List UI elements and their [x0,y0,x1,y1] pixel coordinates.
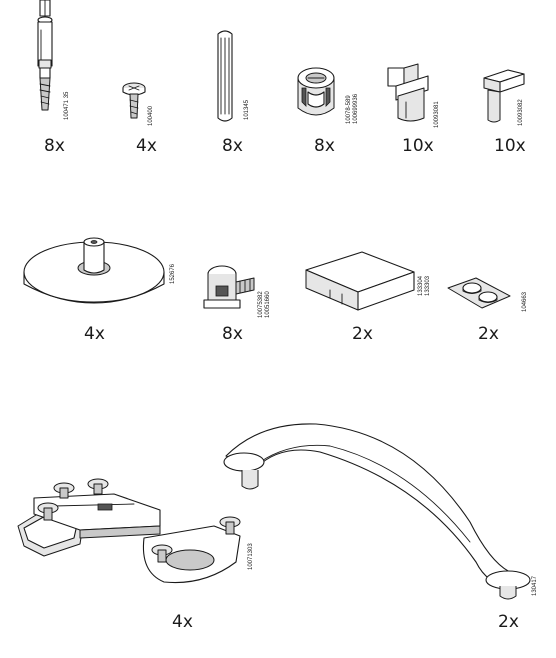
part-shelf-clip: 10093081 [384,62,454,130]
pad-block-illustration [305,251,415,311]
part-code: 152676 [170,263,176,284]
part-code: 101345 [244,99,250,120]
screw-illustration [122,82,146,119]
part-code: 130417 [532,575,538,596]
quantity-label: 4x [136,136,157,156]
part-foot-disc: 152676 [22,228,182,316]
part-shelf-support: 10093082 [478,68,548,130]
quantity-label: 2x [498,612,519,632]
part-dowel: 101345 [212,28,252,128]
hinge-screws [37,478,241,563]
part-code: 10093082 [518,99,524,126]
quantity-label: 2x [352,324,373,344]
part-code: 100400 [148,105,154,126]
bumper-sheet-illustration [447,277,511,309]
foot-disc-illustration [23,237,165,304]
quantity-label: 8x [222,324,243,344]
quantity-label: 8x [314,136,335,156]
part-handle: 130417 [220,412,550,602]
shelf-support-illustration [483,69,525,123]
part-code: 10093081 [434,101,440,128]
connector-illustration [203,265,255,309]
part-hinge: 10071303 [14,474,264,602]
part-bumper-sheet: 104663 [446,272,546,318]
part-screw: 100400 [118,80,158,130]
cam-lock-illustration [297,67,335,116]
quantity-label: 10x [494,136,526,156]
cam-bolt-illustration [37,0,53,111]
quantity-label: 8x [44,136,65,156]
part-code: 100471 35 [64,91,70,120]
hinge-illustration [17,478,241,584]
quantity-label: 4x [172,612,193,632]
handle-illustration [223,423,531,600]
dowel-illustration [217,30,233,122]
quantity-label: 4x [84,324,105,344]
part-code: 104663 [522,291,528,312]
shelf-clip-illustration [387,63,429,122]
quantity-label: 8x [222,136,243,156]
part-cam-bolt: 100471 35 [20,0,80,130]
quantity-label: 2x [478,324,499,344]
quantity-label: 10x [402,136,434,156]
